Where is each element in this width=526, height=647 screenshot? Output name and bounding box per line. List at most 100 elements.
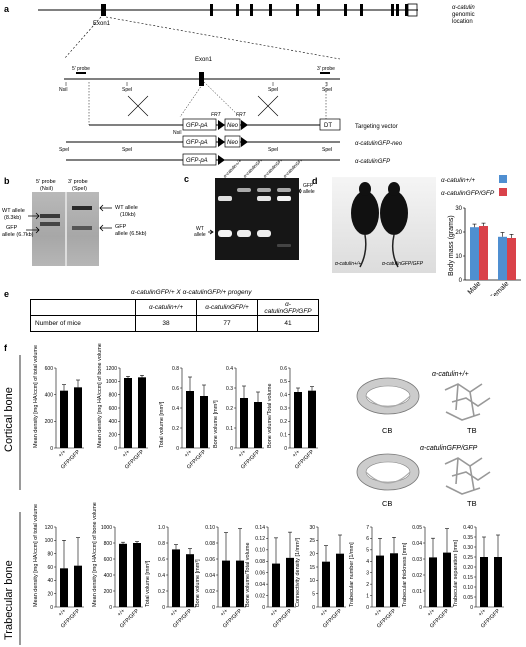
bar <box>294 392 302 448</box>
pcr-gel-image <box>215 178 299 260</box>
wt-size-right: (10kb) <box>120 212 136 218</box>
southern-5-sub: (NsiI) <box>40 186 53 192</box>
table-cell: 77 <box>196 315 258 332</box>
bar <box>336 553 344 607</box>
frt-label: FRT <box>211 112 222 118</box>
y-tick-label: 600 <box>45 366 54 372</box>
targeting-vector-label: Targeting vector <box>355 124 398 130</box>
trabecular-label: Trabecular bone <box>3 560 15 640</box>
lane-label: α-catulin+/+ <box>222 160 242 179</box>
chart-ylabel: Mean density [mg HA/ccm] of bone volume <box>97 343 103 448</box>
y-tick-label: 4 <box>366 559 369 565</box>
bar <box>186 391 194 448</box>
gfp-pa-box: GFP-pA <box>186 158 208 164</box>
bar <box>172 549 180 607</box>
dt-box: DT <box>324 123 332 129</box>
progeny-table: α-catulin+/+ α-catulinGFP/+ α-catulinGFP… <box>30 299 319 332</box>
y-tick-label: 1 <box>366 593 369 599</box>
bar <box>138 377 146 448</box>
group-label: +/+ <box>238 449 248 459</box>
category-label: Male <box>467 280 483 296</box>
panel-label-f: f <box>4 343 8 353</box>
y-tick-label: 0.04 <box>255 582 265 588</box>
exon1-label: Exon1 <box>195 57 213 63</box>
panel-label-b: b <box>4 176 10 186</box>
bar <box>74 387 82 448</box>
group-label: +/+ <box>122 449 132 459</box>
y-tick-label: 0.3 <box>280 406 287 412</box>
chart-ylabel: Mean density [mg HA/ccm] of bone volume <box>92 502 98 607</box>
y-tick-label: 0 <box>50 605 53 611</box>
y-tick-label: 0.4 <box>226 366 233 372</box>
y-tick-label: 0.20 <box>463 565 473 571</box>
table-cell: 38 <box>135 315 197 332</box>
spel-site: SpeI <box>122 147 132 153</box>
bar <box>272 563 280 607</box>
southern-3-sub: (SpeI) <box>72 186 87 192</box>
y-tick-label: 15 <box>309 565 315 571</box>
group-label: +/+ <box>170 608 180 618</box>
y-tick-label: 20 <box>309 551 315 557</box>
panel-label-e: e <box>4 289 9 299</box>
southern-blot-image <box>32 192 99 266</box>
y-tick-label: 0.15 <box>463 575 473 581</box>
southern-5-header: 5' probe <box>36 179 56 185</box>
microct-label-wt: α-catulin+/+ <box>432 371 469 378</box>
legend-swatch-wt <box>499 175 507 183</box>
y-tick-label: 200 <box>109 432 118 438</box>
y-tick-label: 0.6 <box>280 366 287 372</box>
chart-ylabel: Mean density [mg HA/ccm] of total volume <box>33 345 39 448</box>
bar <box>200 396 208 448</box>
y-tick-label: 120 <box>45 525 54 531</box>
tb-label: TB <box>467 426 477 435</box>
bar <box>308 390 316 448</box>
group-label: +/+ <box>220 608 230 618</box>
y-tick-label: 5 <box>312 591 315 597</box>
group-label: +/+ <box>58 449 68 459</box>
y-tick-label: 0.06 <box>255 571 265 577</box>
bar <box>222 560 230 607</box>
gfp-pa-box: GFP-pA <box>186 140 208 146</box>
y-tick-label: 0.35 <box>463 535 473 541</box>
bar <box>119 543 127 607</box>
y-tick-label: 0.02 <box>412 573 422 579</box>
group-label: +/+ <box>58 608 68 618</box>
gene-sublabel2: location <box>452 19 473 25</box>
y-tick-label: 200 <box>104 589 113 595</box>
cross-title: α-catulinGFP/+ X α-catulinGFP/+ progeny <box>131 289 252 296</box>
y-tick-label: 100 <box>45 538 54 544</box>
spel-site: SpeI <box>122 87 132 93</box>
table-header: α-catulinGFP/GFP <box>257 299 319 316</box>
y-tick-label: 0.3 <box>226 386 233 392</box>
spel-site: SpeI <box>322 87 332 93</box>
y-tick-label: 0 <box>176 446 179 452</box>
y-tick-label: 0.4 <box>172 406 179 412</box>
cortical-label: Cortical bone <box>3 387 15 452</box>
y-tick-label: 0.5 <box>280 379 287 385</box>
y-tick-label: 3 <box>366 571 369 577</box>
bar <box>494 557 502 607</box>
y-tick-label: 0.40 <box>463 525 473 531</box>
group-label: +/+ <box>117 608 127 618</box>
gfp-allele-right: GFP <box>115 224 127 230</box>
y-tick-label: 800 <box>104 541 113 547</box>
bar <box>480 557 488 607</box>
chart-ylabel: Bone volume [mm³] <box>213 400 219 448</box>
cb-label: CB <box>382 426 392 435</box>
bar <box>507 238 516 280</box>
wt-allele-c2: allele <box>194 232 206 238</box>
bar <box>60 390 68 448</box>
y-tick-label: 0.25 <box>463 555 473 561</box>
y-tick-label: 1200 <box>106 366 117 372</box>
y-tick-label: 600 <box>104 557 113 563</box>
gfp-pa-box: GFP-pA <box>186 123 208 129</box>
y-tick-label: 800 <box>109 392 118 398</box>
legend-swatch-ko <box>499 188 507 196</box>
category-label: Female <box>489 280 511 296</box>
